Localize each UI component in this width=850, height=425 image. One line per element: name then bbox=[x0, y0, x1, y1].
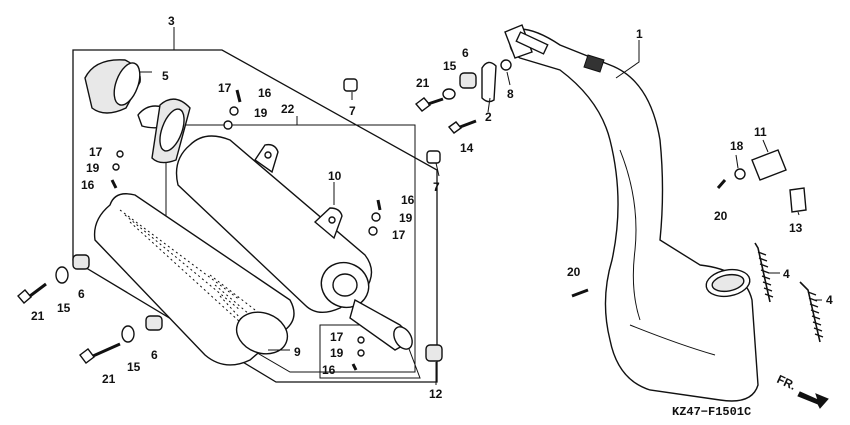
bolt-21-top bbox=[414, 97, 444, 112]
callout-17-right: 17 bbox=[392, 228, 406, 242]
diagram-code: KZ47−F1501C bbox=[672, 405, 751, 419]
callout-16-left: 16 bbox=[81, 178, 95, 192]
callout-11: 11 bbox=[754, 125, 767, 139]
callout-20-lower: 20 bbox=[567, 265, 581, 279]
callout-19-left: 19 bbox=[86, 161, 100, 175]
callout-17-lower: 17 bbox=[330, 330, 344, 344]
washer-17-top bbox=[223, 120, 233, 130]
callout-21-left: 21 bbox=[31, 309, 45, 323]
callout-17-top: 17 bbox=[218, 81, 232, 95]
washer-15-top bbox=[442, 88, 456, 100]
washer-19-top bbox=[229, 106, 239, 116]
bolt-16-top bbox=[235, 89, 242, 103]
callout-5: 5 bbox=[162, 69, 169, 83]
callout-2: 2 bbox=[485, 110, 492, 124]
washer-19-left bbox=[112, 163, 120, 171]
callout-6-top: 6 bbox=[462, 46, 469, 60]
callout-6-left: 6 bbox=[78, 287, 85, 301]
front-direction-arrow: FR. bbox=[775, 372, 829, 409]
callout-17-left: 17 bbox=[89, 145, 103, 159]
bolt-21-left bbox=[17, 282, 47, 304]
spring-lower bbox=[799, 281, 824, 343]
callout-7-top: 7 bbox=[349, 104, 356, 118]
silencer-packing bbox=[93, 193, 295, 366]
end-cap bbox=[84, 59, 141, 114]
bolt-20-upper bbox=[716, 179, 727, 189]
callout-15-left: 15 bbox=[57, 301, 71, 315]
washer-19-lower bbox=[357, 349, 365, 357]
bolt-16-right bbox=[376, 199, 382, 211]
callout-18: 18 bbox=[730, 139, 744, 153]
callout-7-mid: 7 bbox=[433, 180, 440, 194]
callout-16-top: 16 bbox=[258, 86, 272, 100]
leader-lines bbox=[140, 27, 822, 385]
callout-15-bottom: 15 bbox=[127, 360, 141, 374]
washer-17-right bbox=[368, 226, 378, 236]
callout-20-upper: 20 bbox=[714, 209, 728, 223]
silencer-body bbox=[175, 135, 413, 351]
grommet-12 bbox=[425, 344, 443, 362]
collar-7-mid bbox=[426, 150, 441, 164]
spring-upper bbox=[754, 242, 774, 303]
clip-13 bbox=[789, 187, 807, 213]
callout-6-bottom: 6 bbox=[151, 348, 158, 362]
callout-14: 14 bbox=[460, 141, 474, 155]
callout-3: 3 bbox=[168, 14, 175, 28]
collar-18 bbox=[734, 168, 746, 180]
grommet-6-left bbox=[72, 254, 90, 270]
callout-15-top: 15 bbox=[443, 59, 457, 73]
callout-19-right: 19 bbox=[399, 211, 413, 225]
exhaust-pipe bbox=[504, 24, 759, 402]
bolt-16-lower bbox=[351, 363, 358, 371]
bracket-2 bbox=[481, 61, 497, 103]
washer-17-lower bbox=[357, 336, 365, 344]
callout-13: 13 bbox=[789, 221, 803, 235]
callout-12: 12 bbox=[429, 387, 443, 401]
grommet-6-bottom bbox=[145, 315, 163, 331]
washer-17-left bbox=[116, 150, 124, 158]
callout-21-bottom: 21 bbox=[102, 372, 116, 386]
washer-15-left bbox=[55, 266, 69, 284]
collar-7-top bbox=[343, 78, 358, 92]
callout-16-right: 16 bbox=[401, 193, 415, 207]
callout-4-upper: 4 bbox=[783, 267, 790, 281]
washer-19-right bbox=[371, 212, 381, 222]
washer-15-bottom bbox=[121, 325, 135, 343]
bolt-20-lower bbox=[571, 288, 589, 298]
direction-label: FR. bbox=[775, 372, 798, 393]
callout-10: 10 bbox=[328, 169, 342, 183]
bolt-21-bottom bbox=[79, 342, 121, 364]
callout-9: 9 bbox=[294, 345, 301, 359]
callout-21-top: 21 bbox=[416, 76, 430, 90]
bolt-14 bbox=[447, 119, 477, 134]
callout-16-lower: 16 bbox=[322, 363, 336, 377]
bolt-8 bbox=[500, 59, 512, 71]
callout-19-lower: 19 bbox=[330, 346, 344, 360]
end-cap-flange bbox=[137, 98, 191, 164]
callout-4-lower: 4 bbox=[826, 293, 833, 307]
callout-8: 8 bbox=[507, 87, 514, 101]
callout-19-top: 19 bbox=[254, 106, 268, 120]
plate-11 bbox=[751, 149, 787, 181]
callout-1: 1 bbox=[636, 27, 643, 41]
bolt-16-left bbox=[110, 179, 118, 189]
grommet-6-top bbox=[459, 72, 477, 89]
callout-22: 22 bbox=[281, 102, 295, 116]
